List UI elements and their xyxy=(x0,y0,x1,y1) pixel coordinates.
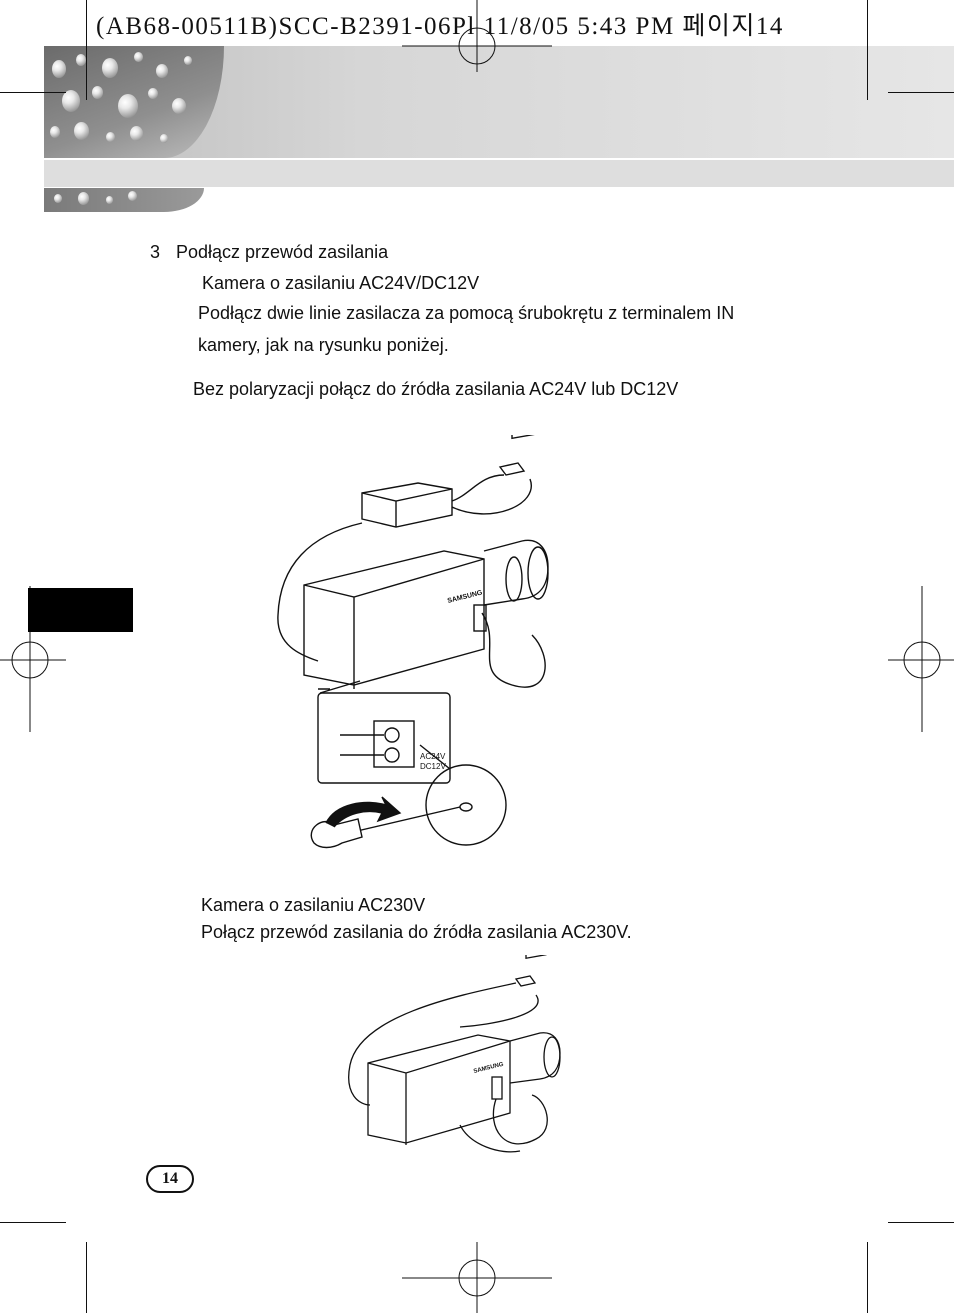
camera-body-icon xyxy=(303,550,485,686)
water-drops-decoration xyxy=(44,46,224,158)
water-drops-tab xyxy=(44,188,204,212)
print-header: (AB68-00511B)SCC-B2391-06Pl 11/8/05 5:43… xyxy=(96,13,784,40)
chapter-tab xyxy=(28,588,133,632)
ac230-instruction: Połącz przewód zasilania do źródła zasil… xyxy=(201,922,632,942)
terminal-label-dc12v: DC12V xyxy=(420,762,446,771)
camera-lens-icon xyxy=(483,539,549,606)
crop-mark xyxy=(0,1222,66,1223)
crop-mark xyxy=(86,1242,87,1313)
polarity-note: Bez polaryzacji połącz do źródła zasilan… xyxy=(193,379,679,399)
page-number: 14 xyxy=(146,1165,194,1193)
magnifier-circle xyxy=(425,764,507,846)
crop-mark xyxy=(888,1222,954,1223)
ac24-instruction-line2: kamery, jak na rysunku poniżej. xyxy=(198,335,449,355)
camera-lens-icon xyxy=(509,1032,561,1084)
camera-brand: SAMSUNG xyxy=(447,589,484,605)
camera-body-icon xyxy=(367,1034,511,1144)
power-adapter-icon xyxy=(361,482,453,528)
camera-brand: SAMSUNG xyxy=(473,1062,505,1075)
rotate-arrow-icon xyxy=(325,796,402,828)
ac24-heading: Kamera o zasilaniu AC24V/DC12V xyxy=(202,273,480,293)
crop-mark xyxy=(0,92,66,93)
ac230-heading: Kamera o zasilaniu AC230V xyxy=(201,895,426,915)
ac24-wiring-figure: SAMSUNG AC24V DC12V xyxy=(277,435,549,849)
wall-socket-icon xyxy=(511,435,537,440)
ac24-instruction-line1: Podłącz dwie linie zasilacza za pomocą ś… xyxy=(198,303,735,323)
crop-mark xyxy=(888,92,954,93)
ac230-wiring-figure: SAMSUNG xyxy=(348,955,561,1153)
terminal-detail-box xyxy=(317,692,451,784)
step-title: Podłącz przewód zasilania xyxy=(176,242,389,262)
crop-mark xyxy=(86,0,87,100)
header-banner-strip xyxy=(44,160,954,187)
crop-mark xyxy=(867,0,868,100)
terminal-label-ac24v: AC24V xyxy=(420,752,446,761)
wall-socket-icon xyxy=(525,955,547,959)
step-number: 3 xyxy=(150,242,161,262)
crop-mark xyxy=(867,1242,868,1313)
